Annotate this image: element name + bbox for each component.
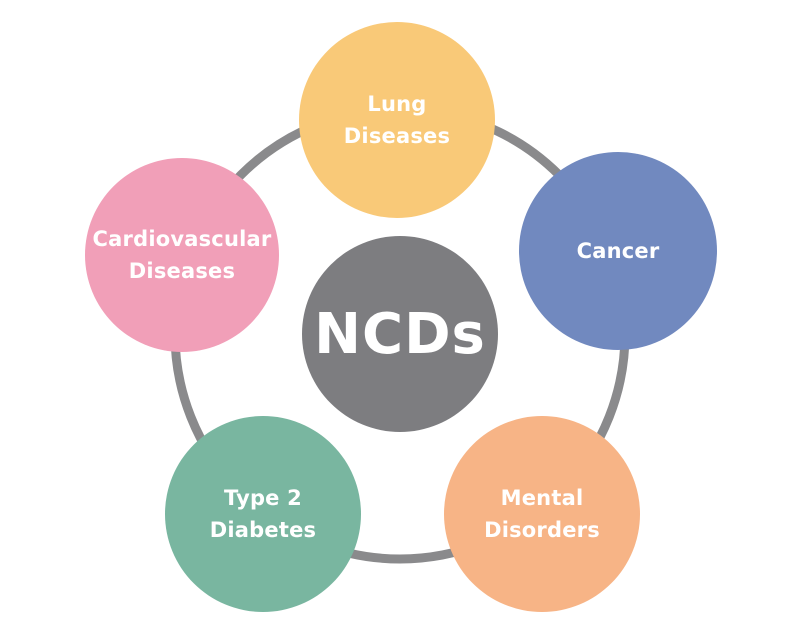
node-lung-diseases-label: Lung Diseases [343,92,451,148]
node-type-2-diabetes-label: Type 2 Diabetes [209,486,317,542]
node-cardiovascular-diseases: Cardiovascular Diseases [85,158,279,352]
center-node-label: NCDs [314,301,486,367]
node-mental-disorders-label: Mental Disorders [484,486,600,542]
node-type-2-diabetes: Type 2 Diabetes [165,416,361,612]
node-cancer: Cancer [519,152,717,350]
node-lung-diseases: Lung Diseases [299,22,495,218]
center-node-ncds: NCDs [302,236,498,432]
node-mental-disorders: Mental Disorders [444,416,640,612]
node-cardiovascular-diseases-label: Cardiovascular Diseases [92,227,272,283]
node-cancer-label: Cancer [576,239,660,263]
